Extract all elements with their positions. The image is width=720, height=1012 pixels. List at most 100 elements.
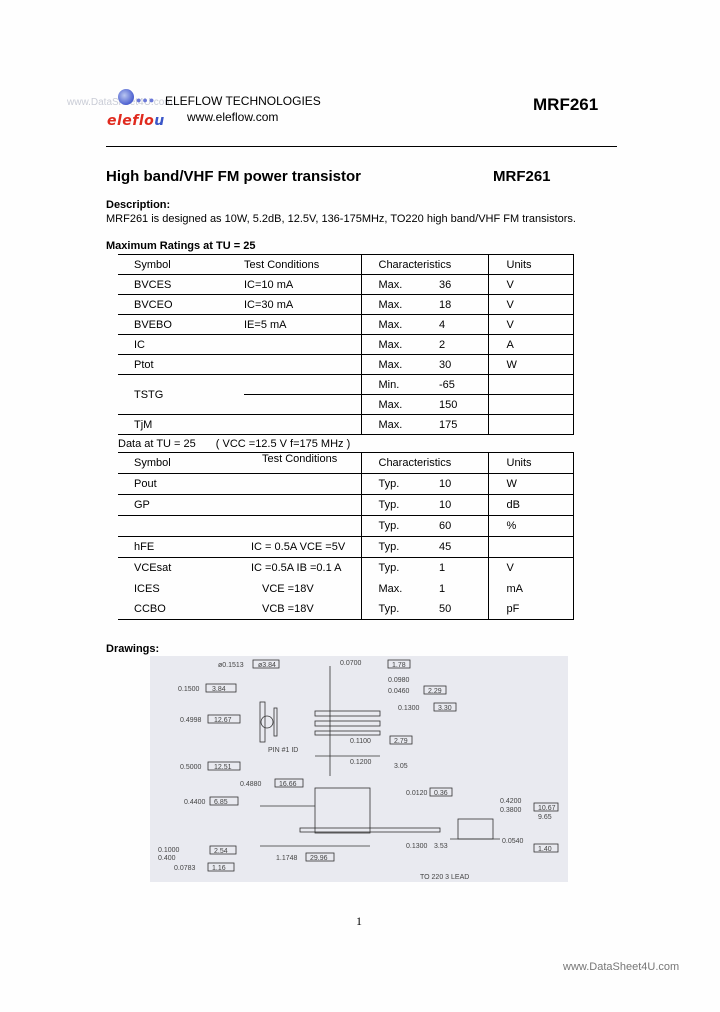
table-row: TjM Max. 175 bbox=[118, 414, 574, 435]
logo-dots-icon: ●●● bbox=[136, 95, 156, 105]
char-cell: Typ. bbox=[360, 598, 424, 620]
dim-label: 0.4998 bbox=[180, 717, 202, 724]
table-row: BVCES IC=10 mA Max. 36 V bbox=[118, 274, 574, 295]
dim-label: 0.1200 bbox=[350, 759, 372, 766]
condition-cell: IE=5 mA bbox=[244, 318, 287, 331]
char-cell: Max. bbox=[360, 314, 424, 335]
condition-cell: IC=30 mA bbox=[244, 298, 294, 311]
dim-label: 1.78 bbox=[392, 662, 406, 669]
max-ratings-table: Symbol Test Conditions Characteristics U… bbox=[118, 254, 574, 435]
condition-cell bbox=[244, 335, 361, 355]
dim-label: 0.0783 bbox=[174, 865, 196, 872]
value-cell: 45 bbox=[439, 541, 452, 553]
unit-cell: W bbox=[487, 354, 574, 375]
char-cell: Min. bbox=[360, 374, 424, 395]
symbol-cell: BVCES bbox=[134, 278, 172, 291]
dim-label: 0.0540 bbox=[502, 838, 524, 845]
table-row: IC Max. 2 A bbox=[118, 334, 574, 355]
symbol-cell: TjM bbox=[134, 418, 153, 431]
char-cell: Typ. bbox=[360, 536, 424, 558]
table-row: Ptot Max. 30 W bbox=[118, 354, 574, 375]
pin-label: PIN #1 ID bbox=[268, 747, 298, 754]
watermark-bottom: www.DataSheet4U.com bbox=[563, 961, 680, 973]
unit-cell: V bbox=[487, 294, 574, 315]
dim-label: 0.1100 bbox=[350, 738, 371, 745]
symbol-cell: BVEBO bbox=[134, 318, 172, 331]
dim-label: 3.05 bbox=[394, 763, 408, 770]
header-symbol: Symbol bbox=[134, 457, 171, 469]
table-row: hFE IC = 0.5A VCE =5V Typ. 45 bbox=[118, 536, 574, 558]
dim-label: 0.4400 bbox=[184, 799, 206, 806]
dim-label: 0.0120 bbox=[406, 790, 428, 797]
symbol-cell: Pout bbox=[134, 478, 157, 490]
symbol-cell: GP bbox=[134, 499, 150, 511]
dim-label: 0.1300 bbox=[398, 705, 420, 712]
unit-cell: % bbox=[487, 515, 574, 537]
header-characteristics: Characteristics bbox=[360, 452, 451, 474]
logo-icon bbox=[118, 89, 134, 105]
mount-hole bbox=[260, 715, 274, 729]
condition-cell bbox=[244, 374, 361, 395]
table-row: Pout Typ. 10 W bbox=[118, 473, 574, 495]
condition-cell bbox=[244, 395, 361, 415]
unit-cell: W bbox=[487, 473, 574, 495]
dim-label: 2.79 bbox=[394, 738, 408, 745]
value-cell: 1 bbox=[439, 582, 446, 595]
logo-wordmark: eleflou bbox=[107, 113, 165, 129]
condition-cell bbox=[224, 516, 361, 537]
package-drawing: ø0.1513 ø3.84 0.0700 1.78 0.1500 3.84 0.… bbox=[150, 656, 568, 882]
condition-cell: VCE =18V bbox=[262, 582, 314, 595]
lead-bottom bbox=[314, 730, 381, 736]
condition-cell: IC = 0.5A VCE =5V bbox=[251, 541, 346, 553]
unit-cell: V bbox=[487, 274, 574, 295]
dim-label: 6.85 bbox=[214, 799, 228, 806]
page-number: 1 bbox=[356, 914, 362, 928]
dim-label: 0.4880 bbox=[240, 781, 262, 788]
symbol-cell: ICES bbox=[134, 582, 160, 595]
company-website[interactable]: www.eleflow.com bbox=[187, 110, 279, 124]
symbol-cell: hFE bbox=[134, 541, 155, 553]
condition-cell bbox=[244, 415, 361, 435]
unit-cell: A bbox=[487, 334, 574, 355]
condition-cell: VCB =18V bbox=[262, 602, 314, 615]
table-row: ICES VCE =18V Max. 1 mA bbox=[118, 578, 574, 599]
char-cell: Max. bbox=[360, 578, 424, 599]
header-test-conditions: Test Conditions bbox=[244, 258, 320, 271]
dim-label: 0.4200 bbox=[500, 798, 522, 805]
symbol-cell bbox=[118, 516, 224, 537]
condition-cell: IC=10 mA bbox=[244, 278, 294, 291]
char-cell: Max. bbox=[360, 294, 424, 315]
char-cell: Typ. bbox=[360, 557, 424, 579]
end-view bbox=[457, 818, 494, 840]
drawings-label: Drawings: bbox=[106, 643, 160, 655]
dim-label: 16.66 bbox=[279, 781, 297, 788]
table-row: VCEsat IC =0.5A IB =0.1 A Typ. 1 V bbox=[118, 557, 574, 579]
package-drawing-svg: ø0.1513 ø3.84 0.0700 1.78 0.1500 3.84 0.… bbox=[158, 659, 559, 881]
dim-label: 10.67 bbox=[538, 805, 556, 812]
dim-label: 9.65 bbox=[538, 814, 552, 821]
value-cell: 18 bbox=[439, 298, 452, 311]
value-cell: 150 bbox=[439, 398, 458, 411]
drawing-caption: TO 220 3 LEAD bbox=[420, 874, 469, 881]
lead-mid bbox=[314, 720, 381, 727]
company-name: ELEFLOW TECHNOLOGIES bbox=[165, 94, 321, 108]
symbol-cell: Ptot bbox=[134, 358, 154, 371]
header-units: Units bbox=[487, 254, 574, 275]
dim-label: 0.1300 bbox=[406, 843, 428, 850]
dim-label: 0.0980 bbox=[388, 677, 410, 684]
value-cell: 175 bbox=[439, 418, 458, 431]
table-row: BVEBO IE=5 mA Max. 4 V bbox=[118, 314, 574, 335]
char-cell: Max. bbox=[360, 414, 424, 435]
table-row: BVCEO IC=30 mA Max. 18 V bbox=[118, 294, 574, 315]
table-header-row: Symbol Test Conditions Characteristics U… bbox=[118, 254, 574, 275]
dim-label: 3.84 bbox=[212, 686, 226, 693]
dim-label: 12.67 bbox=[214, 717, 232, 724]
body-outline bbox=[273, 707, 278, 737]
symbol-cell: BVCEO bbox=[134, 298, 173, 311]
value-cell: 10 bbox=[439, 478, 452, 490]
dim-label: 0.1500 bbox=[178, 686, 200, 693]
data-table: Symbol Test Conditions Characteristics U… bbox=[118, 452, 574, 620]
char-cell: Max. bbox=[360, 274, 424, 295]
dim-label: 2.29 bbox=[428, 688, 442, 695]
dim-label: 0.400 bbox=[158, 855, 176, 862]
